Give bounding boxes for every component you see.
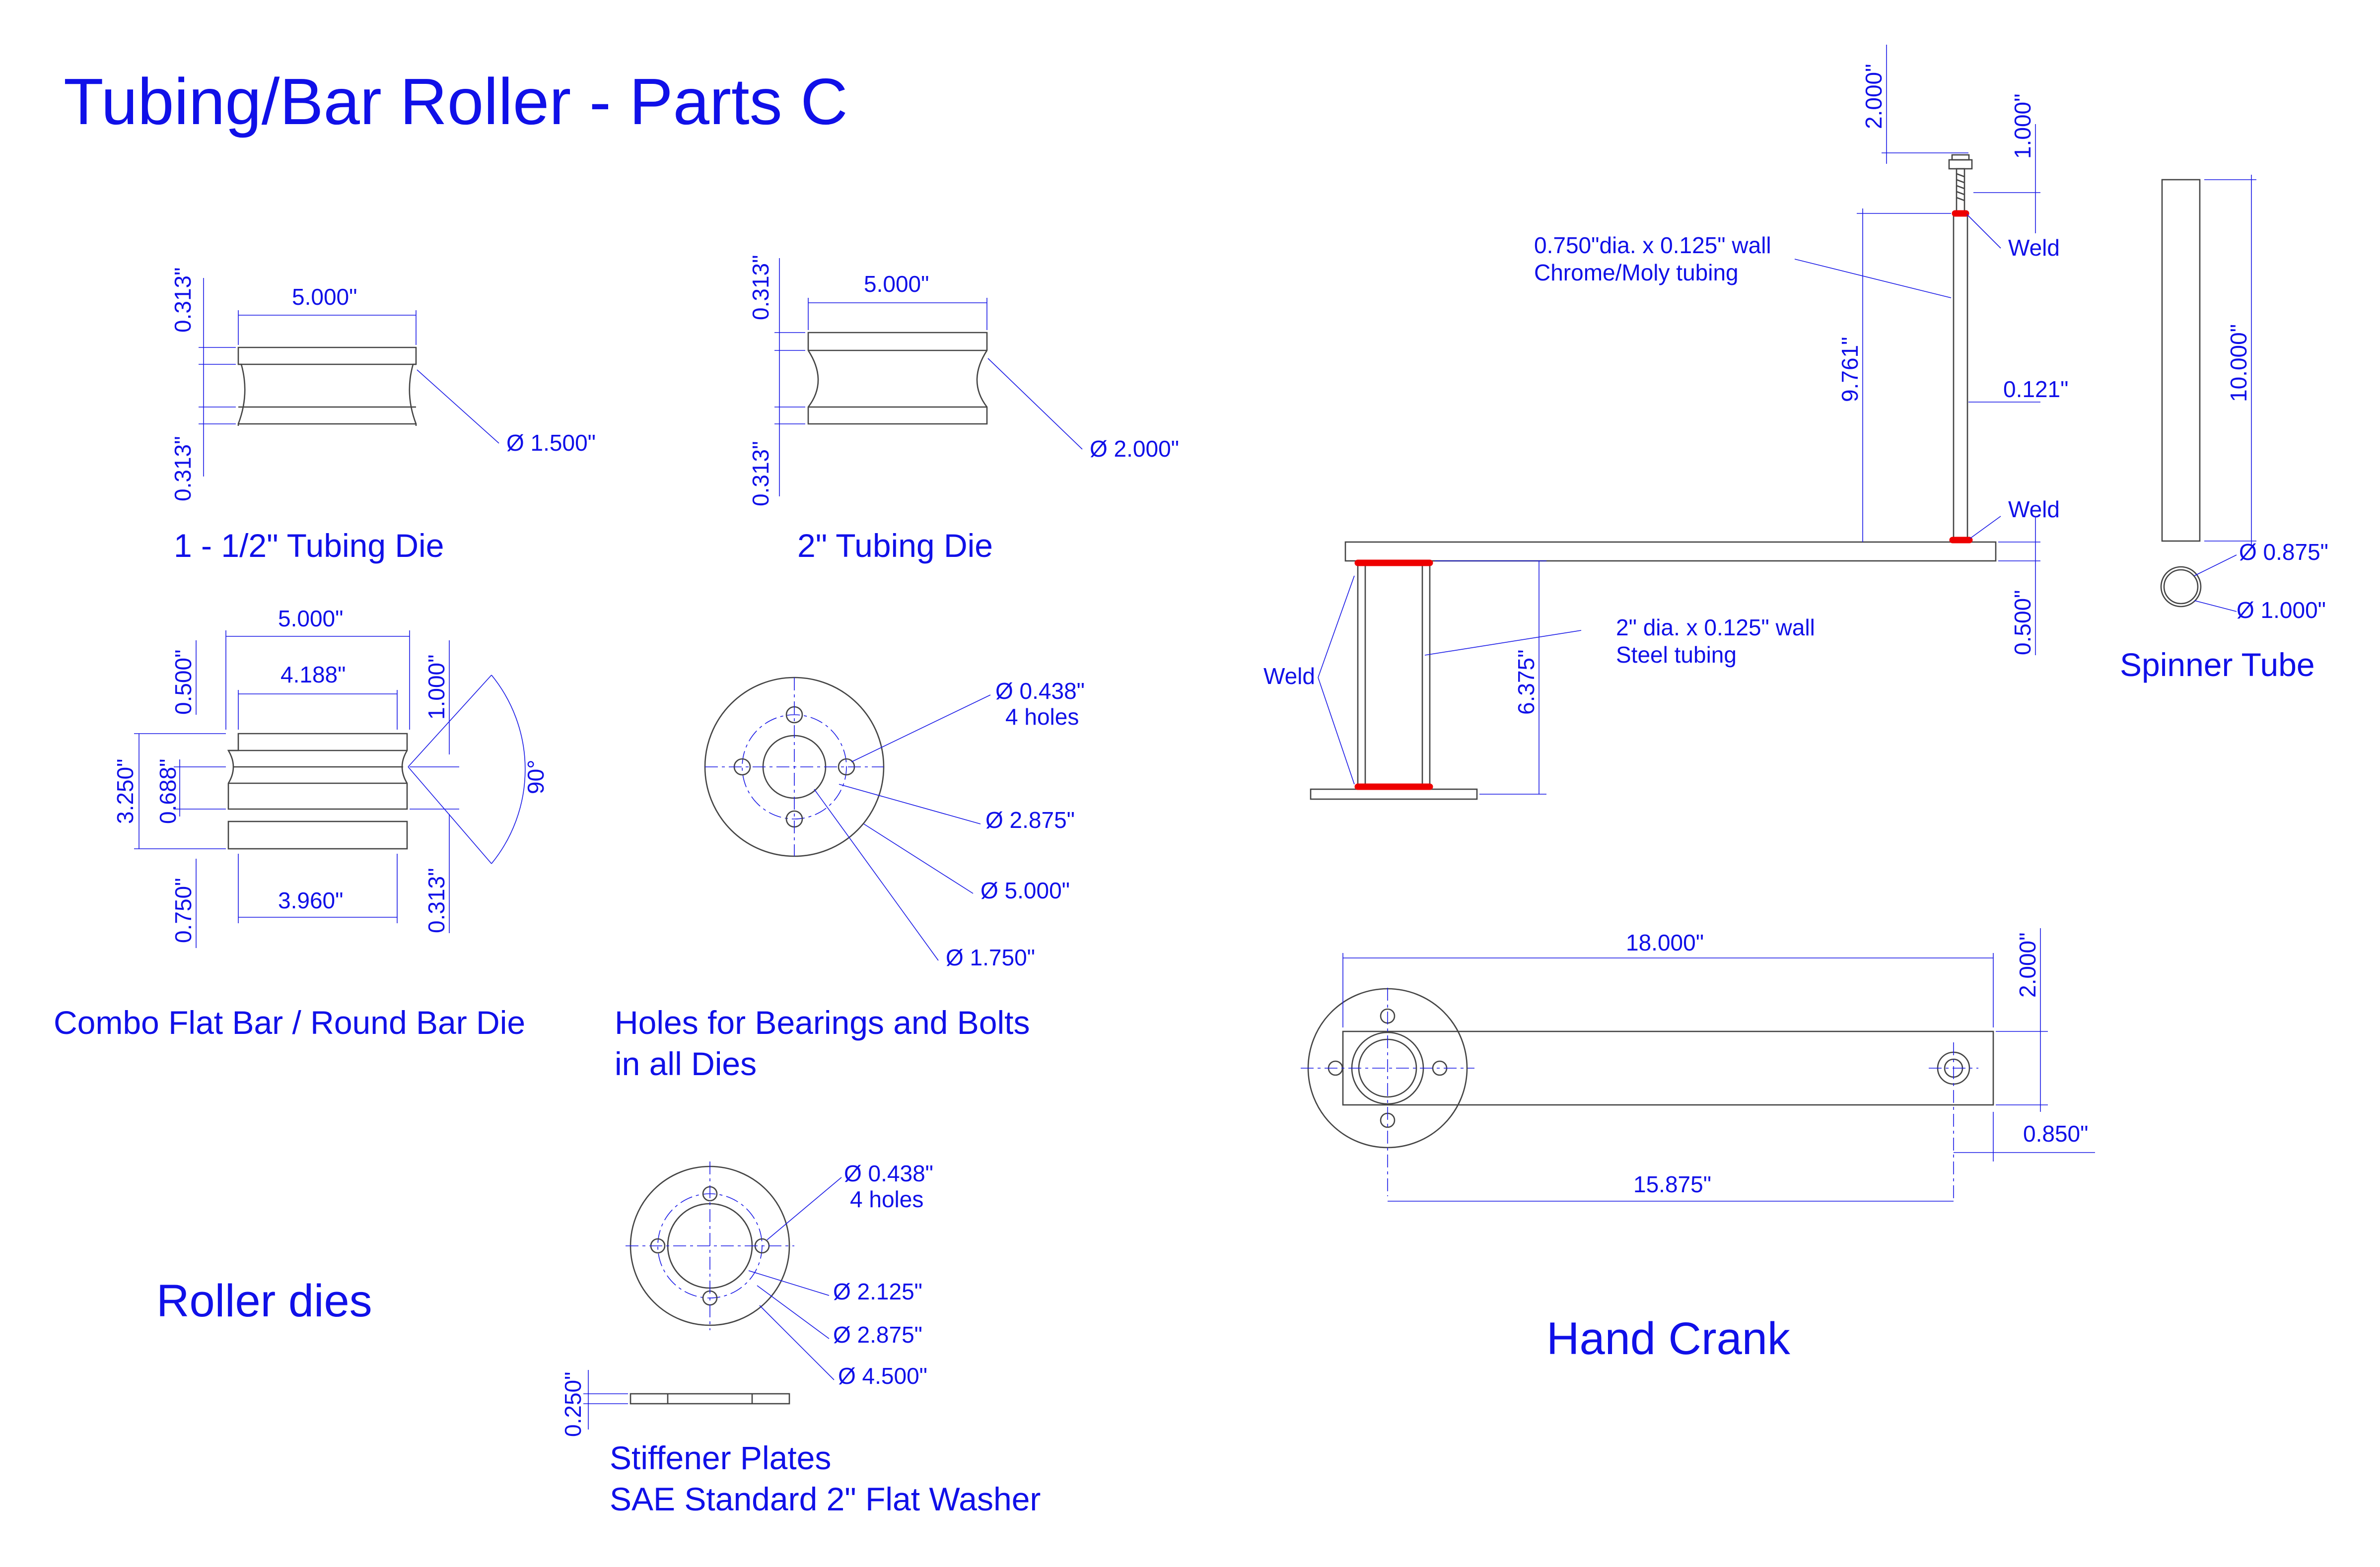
dim-top-stack: 2.000" — [1861, 64, 1887, 129]
sheet-title: Tubing/Bar Roller - Parts C — [64, 65, 848, 138]
stiffener-plate: Ø 0.438" 4 holes Ø 2.125" Ø 2.875" Ø 4.5… — [560, 1160, 1041, 1517]
dim-bottom-step: 0.750" — [170, 878, 196, 943]
dim-bolt-hole-dia: Ø 0.438" — [995, 678, 1085, 704]
dim-outer-dia: Ø 4.500" — [838, 1363, 927, 1389]
dim-width-bottom: 3.960" — [278, 887, 343, 913]
dim-center-dia: Ø 1.750" — [946, 945, 1035, 970]
tubing-die-1-5-profile — [237, 346, 417, 426]
dim-flange-top: 0.313" — [170, 268, 196, 333]
stiffener-caption-line2: SAE Standard 2" Flat Washer — [610, 1481, 1041, 1517]
spinner-tube-outer — [2160, 566, 2202, 608]
dim-nut-stack: 1.000" — [2010, 94, 2035, 159]
dim-bolt-circle: Ø 2.875" — [833, 1322, 922, 1348]
dim-arm-length: 18.000" — [1626, 930, 1704, 955]
dim-center-to-center: 15.875" — [1633, 1171, 1711, 1197]
spinner-tube-inner — [2163, 569, 2199, 605]
dim-middle: 0.688" — [155, 759, 181, 824]
combo-die: 5.000" 4.188" 3.960" 3.250" 0.500" 0.688… — [54, 606, 549, 1041]
tubing-die-2-profile — [807, 332, 988, 425]
tubing-die-2-caption: 2" Tubing Die — [797, 527, 993, 564]
hub-tube-spec-line1: 2" dia. x 0.125" wall — [1616, 614, 1815, 640]
crank-arm-top — [1342, 1030, 1994, 1106]
tubing-die-1-5: 5.000" 0.313" 0.313" Ø 1.500" 1 - 1/2" T… — [170, 268, 596, 564]
dim-width-top: 4.188" — [280, 662, 346, 687]
dim-end-offset: 0.850" — [2023, 1121, 2088, 1147]
dim-thickness: 0.250" — [560, 1372, 586, 1437]
dim-width: 5.000" — [292, 284, 357, 310]
dim-outer-dia: Ø 1.000" — [2237, 597, 2326, 623]
hub-base-plate — [1310, 788, 1478, 800]
dim-handle-length: 9.761" — [1837, 337, 1863, 402]
dim-inner-dia: Ø 2.125" — [833, 1279, 922, 1304]
dim-bolt-hole-count: 4 holes — [1005, 704, 1079, 730]
handle-tube — [1953, 212, 1968, 543]
dim-bolt-hole-dia: Ø 0.438" — [844, 1160, 933, 1186]
washer-side-view — [630, 1393, 790, 1405]
dim-diameter: Ø 2.000" — [1090, 436, 1179, 462]
dim-bolt-hole-count: 4 holes — [850, 1186, 923, 1212]
dim-width: 5.000" — [864, 271, 929, 297]
hand-crank-top-view: 18.000" 2.000" 0.850" 15.875" Hand Crank — [1301, 928, 2095, 1364]
dim-top-step: 0.500" — [170, 650, 196, 715]
dim-bolt-dia: 0.121" — [2003, 376, 2068, 402]
dim-inner-dia: Ø 0.875" — [2239, 539, 2328, 565]
dim-height-overall: 3.250" — [112, 759, 138, 824]
holes-view: Ø 0.438" 4 holes Ø 2.875" Ø 5.000" Ø 1.7… — [615, 677, 1085, 1082]
weld-top-label: Weld — [2008, 235, 2060, 261]
handle-tube-spec-line2: Chrome/Moly tubing — [1534, 260, 1739, 285]
weld-handle-label: Weld — [2008, 496, 2060, 522]
hand-crank-caption: Hand Crank — [1546, 1313, 1791, 1364]
dim-flange-bottom: 0.313" — [748, 441, 773, 506]
dim-groove-depth: 1.000" — [423, 655, 449, 720]
hand-crank-side-view: 2.000" 1.000" Weld 0.750"dia. x 0.125" w… — [1263, 45, 2068, 800]
dim-outer-dia: Ø 5.000" — [980, 878, 1070, 903]
tubing-die-2: 5.000" 0.313" 0.313" Ø 2.000" 2" Tubing … — [748, 255, 1179, 564]
dim-flange-top: 0.313" — [748, 255, 773, 320]
dim-bottom-flange: 0.313" — [423, 868, 449, 933]
combo-die-upper-profile — [227, 733, 408, 810]
nut — [1948, 159, 1973, 170]
dim-flange-bottom: 0.313" — [170, 436, 196, 501]
dim-arm-width: 2.000" — [2015, 933, 2040, 998]
dim-angle: 90° — [523, 759, 549, 794]
roller-dies-heading: Roller dies — [156, 1276, 372, 1326]
holes-caption-line1: Holes for Bearings and Bolts — [615, 1004, 1030, 1041]
holes-caption-line2: in all Dies — [615, 1045, 757, 1082]
spinner-tube-caption: Spinner Tube — [2120, 646, 2315, 683]
handle-tube-spec-line1: 0.750"dia. x 0.125" wall — [1534, 232, 1771, 258]
weld-hub-label: Weld — [1263, 663, 1315, 689]
crank-arm — [1344, 541, 1997, 562]
dim-diameter: Ø 1.500" — [506, 430, 596, 456]
dim-hub-height: 6.375" — [1513, 650, 1539, 715]
dim-width-overall: 5.000" — [278, 606, 343, 631]
stiffener-caption-line1: Stiffener Plates — [610, 1439, 831, 1476]
hub-tube — [1357, 560, 1431, 790]
spinner-tube-body — [2161, 179, 2201, 542]
combo-die-caption: Combo Flat Bar / Round Bar Die — [54, 1004, 525, 1041]
tubing-die-1-5-caption: 1 - 1/2" Tubing Die — [174, 527, 444, 564]
dim-bolt-circle: Ø 2.875" — [985, 807, 1075, 833]
hub-tube-spec-line2: Steel tubing — [1616, 642, 1737, 668]
spinner-tube: 10.000" Ø 0.875" Ø 1.000" Spinner Tube — [2120, 175, 2328, 683]
dim-length: 10.000" — [2226, 324, 2251, 402]
dim-arm-thickness: 0.500" — [2010, 590, 2035, 655]
